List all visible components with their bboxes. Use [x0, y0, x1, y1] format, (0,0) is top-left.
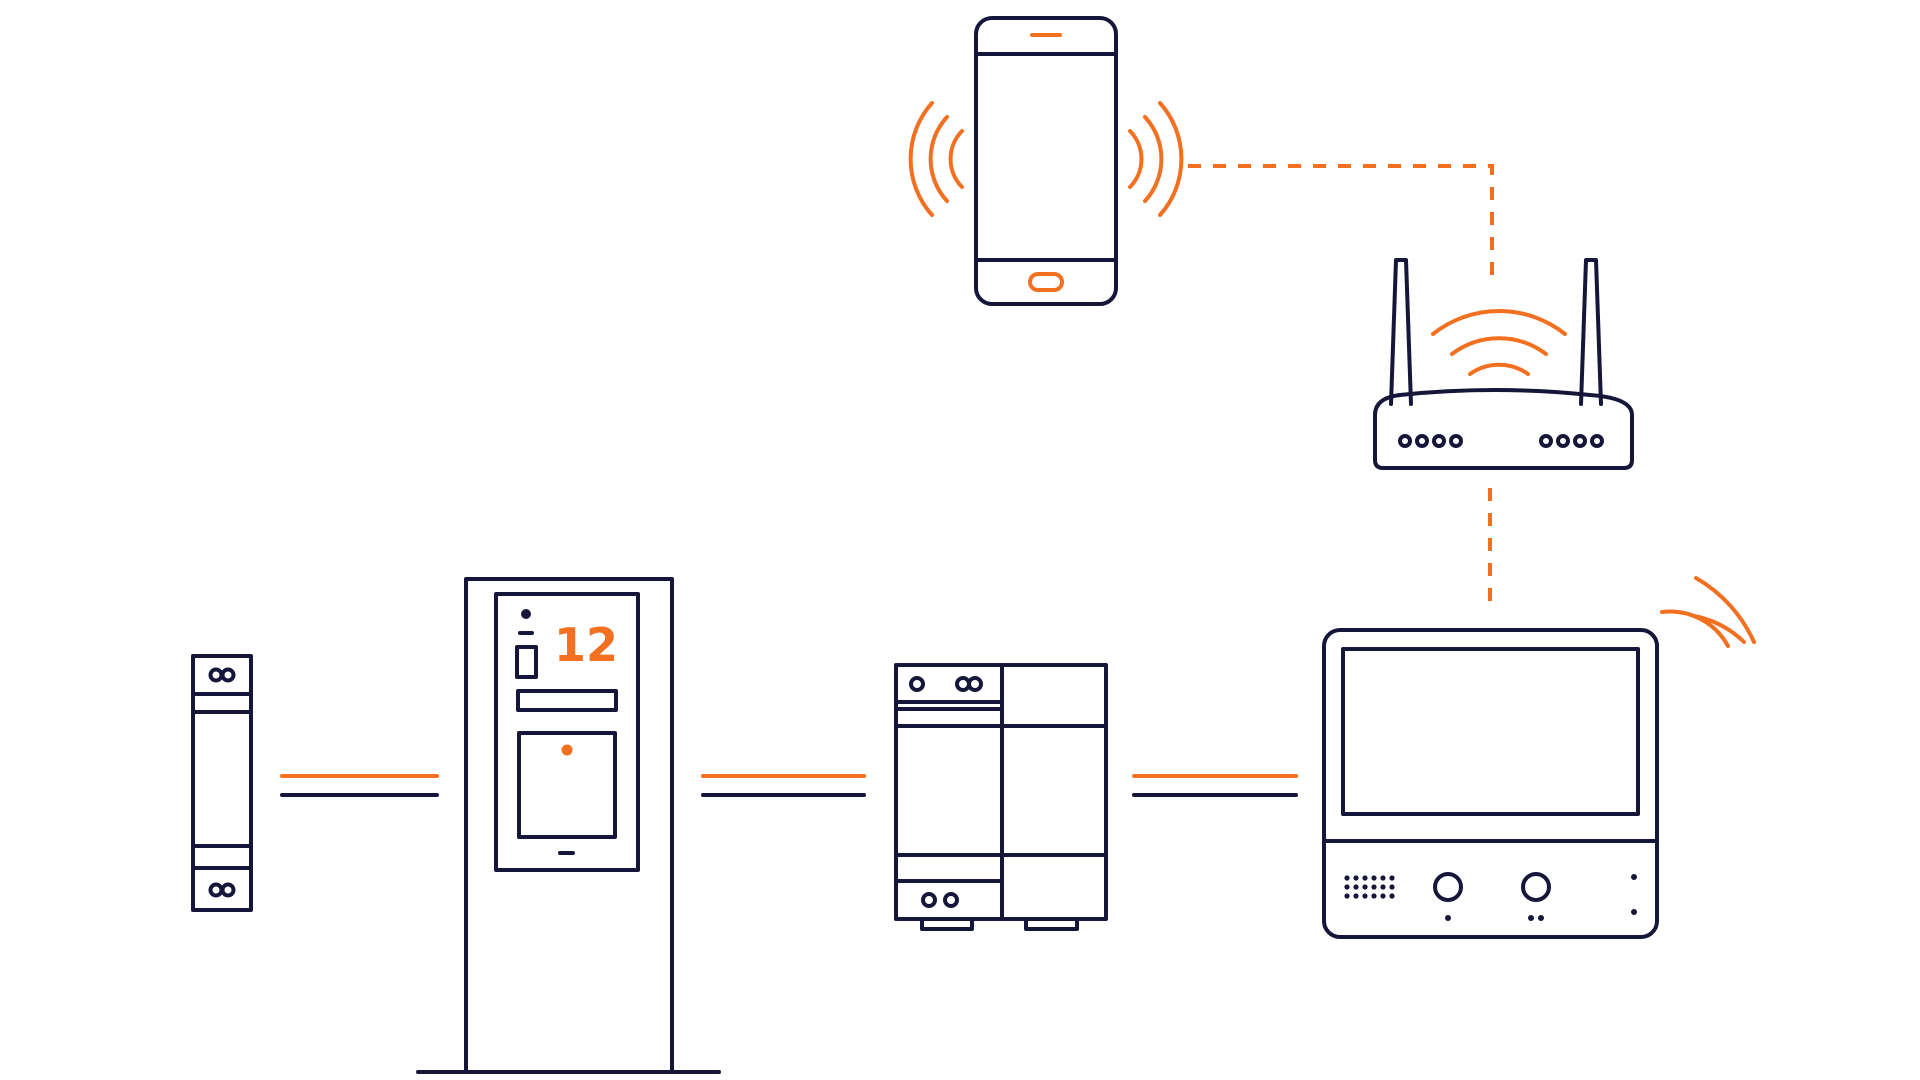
smartphone-signal-left-icon	[908, 101, 964, 217]
monitor-knob-right	[1521, 872, 1551, 902]
router-icon	[1373, 258, 1634, 470]
smartphone-signal-right-icon	[1128, 101, 1184, 217]
apartment-number: 12	[554, 618, 618, 672]
wired-link-din-doorstation	[280, 774, 439, 797]
speaker-grille-icon	[1344, 875, 1395, 899]
monitor-knob-left	[1433, 872, 1463, 902]
wired-link-doorstation-psu	[701, 774, 866, 797]
power-supply-icon	[894, 663, 1108, 931]
wired-link-psu-monitor	[1132, 774, 1298, 797]
video-monitor-icon	[1322, 628, 1659, 939]
door-station-icon	[416, 577, 721, 1074]
smartphone-icon	[974, 16, 1118, 306]
wireless-link-phone-router	[1188, 164, 1494, 280]
din-rail-module-icon	[191, 654, 253, 912]
router-wifi-signal-icon	[1431, 309, 1567, 376]
monitor-wifi-signal-icon	[1660, 576, 1756, 648]
